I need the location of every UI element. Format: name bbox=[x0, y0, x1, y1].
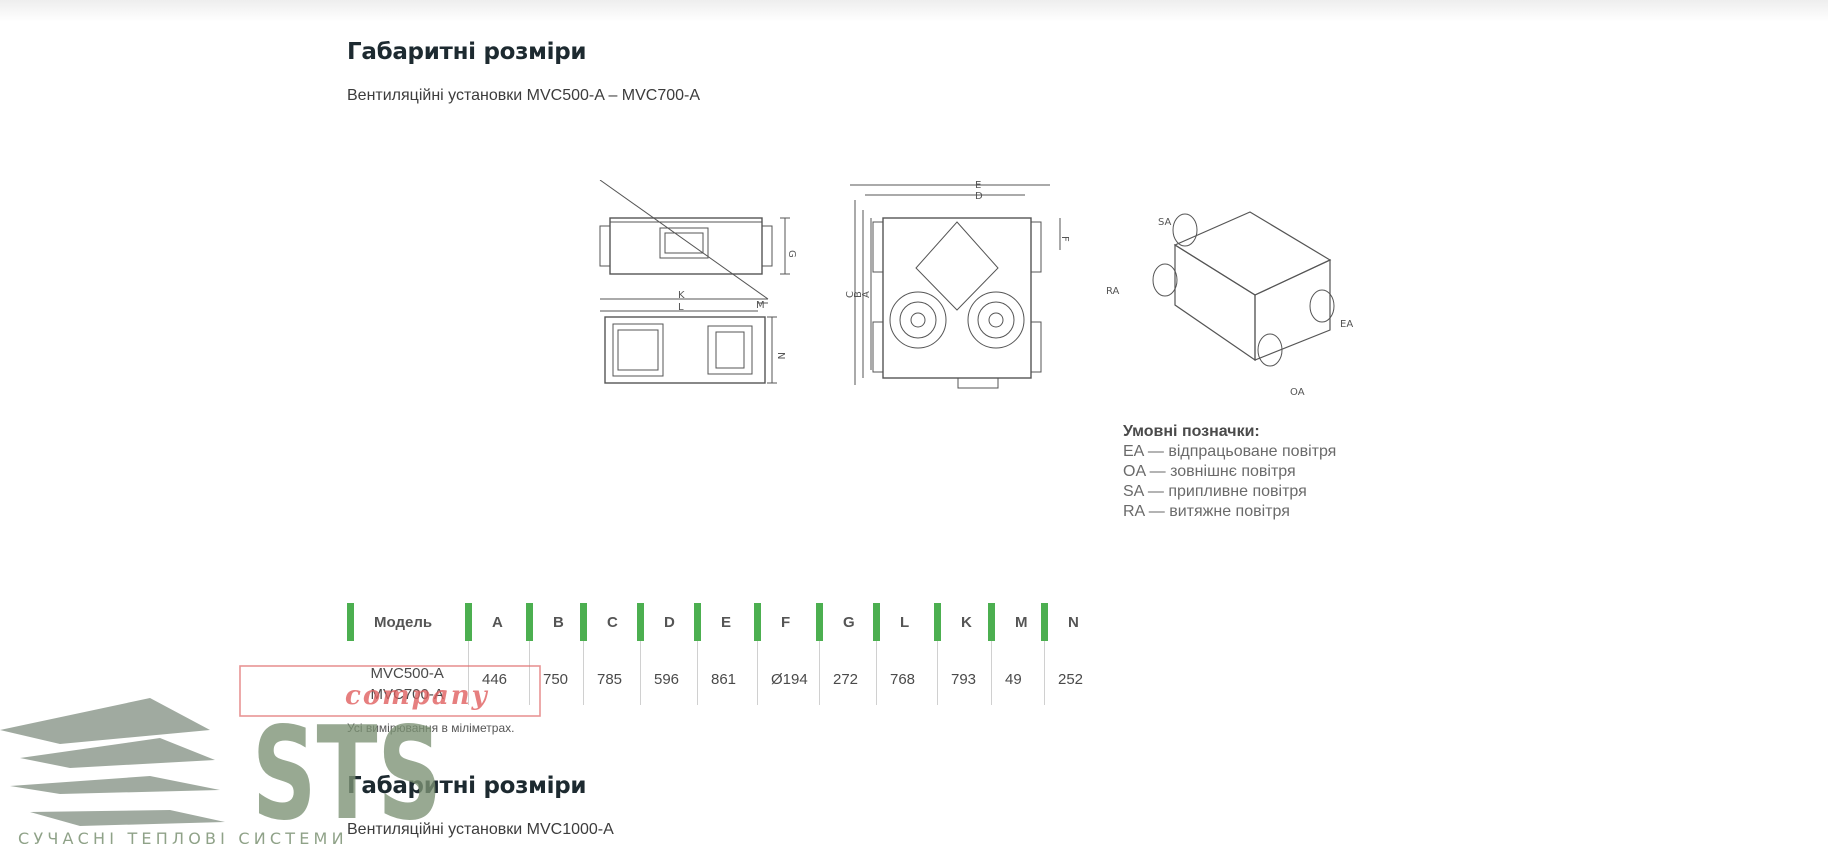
cell-d: 596 bbox=[640, 641, 698, 705]
col-header-n: N bbox=[1041, 603, 1105, 641]
section-subtitle: Вентиляційні установки MVC1000-A bbox=[347, 821, 614, 838]
col-header-l: L bbox=[873, 603, 938, 641]
cell-f: Ø194 bbox=[757, 641, 820, 705]
table-header-row: Модель A B C D E F G L K M N bbox=[347, 603, 1105, 641]
label-ea: EA bbox=[1340, 319, 1353, 330]
label-n: N bbox=[775, 352, 786, 359]
cell-n: 252 bbox=[1044, 641, 1105, 705]
cell-c: 785 bbox=[583, 641, 641, 705]
legend-item: OA — зовнішнє повітря bbox=[1123, 463, 1296, 480]
bottom-view bbox=[599, 180, 777, 384]
model-line: MVC500-A bbox=[370, 665, 444, 682]
section-title: Габаритні розміри bbox=[347, 773, 587, 799]
cell-a: 446 bbox=[468, 641, 530, 705]
sts-watermark-logo: company STS СУЧАСНІ ТЕПЛОВІ СИСТЕМИ bbox=[0, 665, 541, 849]
legend-item: EA — відпрацьоване повітря bbox=[1123, 443, 1337, 460]
cell-e: 861 bbox=[697, 641, 758, 705]
legend: Умовні позначки: EA — відпрацьоване пові… bbox=[1123, 422, 1336, 522]
label-a: A bbox=[861, 291, 872, 298]
label-m: M bbox=[756, 300, 765, 311]
label-d: D bbox=[975, 191, 983, 202]
label-c: C bbox=[845, 291, 856, 298]
col-header-k: K bbox=[934, 603, 992, 641]
col-header-c: C bbox=[580, 603, 641, 641]
model-line: MVC700-A bbox=[370, 686, 444, 703]
label-f: F bbox=[1059, 236, 1070, 242]
legend-item: RA — витяжне повітря bbox=[1123, 503, 1290, 520]
label-b: B bbox=[853, 291, 864, 298]
cell-m: 49 bbox=[991, 641, 1045, 705]
col-header-f: F bbox=[754, 603, 820, 641]
side-view bbox=[599, 217, 790, 275]
label-l: L bbox=[678, 302, 684, 313]
cell-model: MVC500-A MVC700-A bbox=[351, 641, 469, 705]
isometric-view bbox=[1152, 211, 1335, 367]
label-k: K bbox=[678, 290, 685, 301]
cell-l: 768 bbox=[876, 641, 938, 705]
col-header-g: G bbox=[816, 603, 877, 641]
label-sa: SA bbox=[1158, 217, 1172, 228]
dimensions-table: Модель A B C D E F G L K M N MVC500-A MV… bbox=[347, 603, 1105, 705]
col-header-d: D bbox=[637, 603, 698, 641]
section-subtitle: Вентиляційні установки MVC500-A – MVC700… bbox=[347, 87, 701, 104]
label-e: E bbox=[975, 180, 981, 191]
watermark-company: company bbox=[345, 681, 489, 711]
section-title: Габаритні розміри bbox=[347, 39, 587, 65]
col-header-m: M bbox=[988, 603, 1045, 641]
col-header-e: E bbox=[694, 603, 758, 641]
dimensions-drawing: G K L M N E D bbox=[599, 180, 1353, 398]
top-view bbox=[850, 184, 1061, 389]
label-oa: OA bbox=[1290, 387, 1305, 398]
measurement-note: Усі вимірювання в міліметрах. bbox=[347, 721, 515, 735]
table-row: MVC500-A MVC700-A 446 750 785 596 861 Ø1… bbox=[351, 641, 1105, 705]
cell-g: 272 bbox=[819, 641, 877, 705]
cell-k: 793 bbox=[937, 641, 992, 705]
header-shadow bbox=[0, 0, 1828, 22]
watermark-brand: STS bbox=[252, 700, 442, 849]
col-header-b: B bbox=[526, 603, 584, 641]
legend-title: Умовні позначки: bbox=[1123, 423, 1260, 440]
label-g: G bbox=[786, 250, 797, 258]
col-header-a: A bbox=[465, 603, 530, 641]
watermark-tagline: СУЧАСНІ ТЕПЛОВІ СИСТЕМИ bbox=[18, 829, 348, 848]
legend-item: SA — припливне повітря bbox=[1123, 483, 1307, 500]
col-header-model: Модель bbox=[347, 603, 469, 641]
cell-b: 750 bbox=[529, 641, 584, 705]
label-ra: RA bbox=[1106, 286, 1120, 297]
